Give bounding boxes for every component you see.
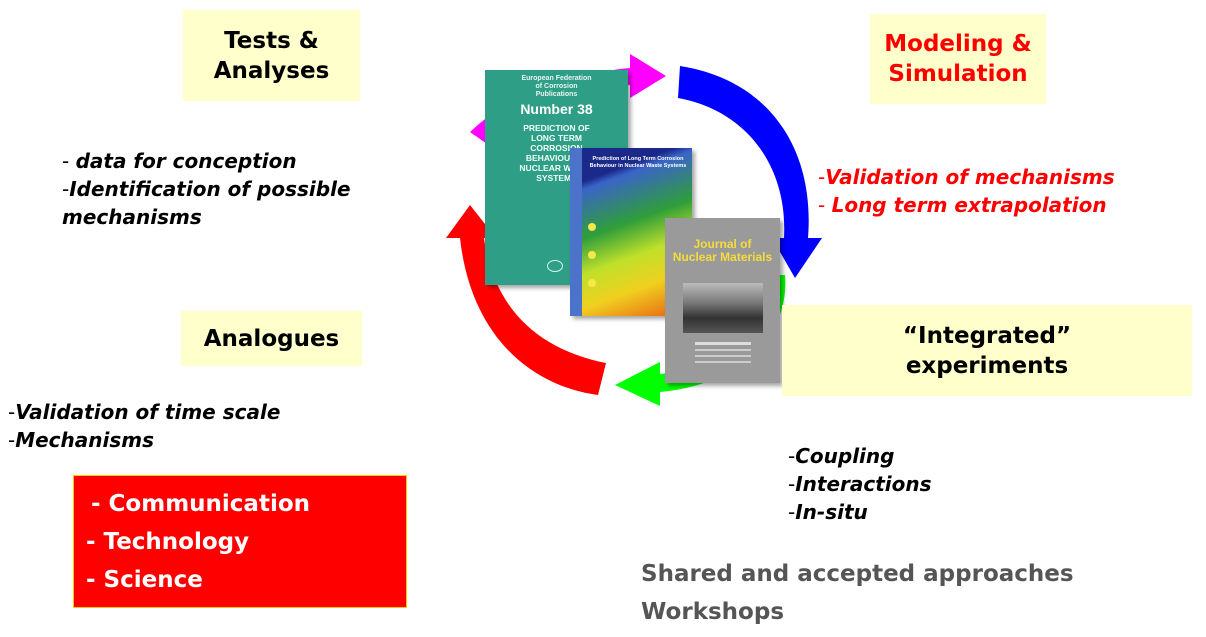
modeling-note-item: - Long term extrapolation	[818, 193, 1107, 217]
tests-note-item: mechanisms	[62, 205, 202, 229]
modeling-simulation-box: Modeling & Simulation	[870, 14, 1046, 104]
communication-item: - Communication	[91, 491, 311, 517]
efc-publisher-line2: of Corrosion	[535, 83, 578, 90]
efc-publisher-line3: Publications	[535, 91, 578, 98]
integrated-line2: experiments	[905, 352, 1069, 379]
efc-title-line3: CORROSION	[530, 143, 583, 153]
analogues-box: Analogues	[181, 311, 362, 366]
blue-arrow	[678, 66, 822, 278]
analogues-notes: -Validation of time scale -Mechanisms	[8, 398, 280, 454]
tests-notes: - data for conception -Identification of…	[62, 147, 351, 231]
jnm-book-cover: Journal of Nuclear Materials	[665, 218, 780, 383]
green-arrow	[615, 275, 786, 406]
integrated-note-item: -In-situ	[788, 500, 868, 524]
integrated-notes: -Coupling -Interactions -In-situ	[788, 442, 932, 526]
efc-title-line5: NUCLEAR WASTE	[519, 163, 594, 173]
analogues-label: Analogues	[203, 325, 340, 352]
tests-analyses-box: Tests & Analyses	[183, 10, 360, 101]
efc-logo-icon	[547, 260, 563, 272]
efc-title-line4: BEHAVIOUR IN	[525, 153, 588, 163]
footer-line1: Shared and accepted approaches	[641, 561, 1074, 587]
footer-line2: Workshops	[641, 599, 785, 625]
jnm-photo	[683, 283, 763, 333]
proceedings-title-line2: Behaviour in Nuclear Waste Systems	[589, 163, 687, 169]
tests-analyses-line1: Tests &	[224, 27, 319, 54]
jnm-title-line2: Nuclear Materials	[672, 250, 773, 264]
integrated-note-item: -Interactions	[788, 472, 932, 496]
modeling-notes: -Validation of mechanisms - Long term ex…	[818, 163, 1115, 219]
tests-note-item: - data for conception	[62, 149, 297, 173]
communication-box: - Communication - Technology - Science	[73, 475, 407, 608]
efc-title-line2: LONG TERM	[531, 133, 582, 143]
analogues-note-item: -Validation of time scale	[8, 400, 281, 424]
efc-number: Number 38	[520, 101, 593, 117]
technology-item: - Technology	[86, 529, 250, 555]
integrated-line1: “Integrated”	[902, 322, 1072, 349]
modeling-note-item: -Validation of mechanisms	[818, 165, 1115, 189]
efc-title-line1: PREDICTION OF	[523, 123, 590, 133]
modeling-simulation-line1: Modeling &	[884, 31, 1032, 57]
efc-title-line6: SYSTEMS	[536, 173, 577, 183]
tests-note-item: -Identification of possible	[62, 177, 351, 201]
integrated-note-item: -Coupling	[788, 444, 895, 468]
science-item: - Science	[86, 567, 203, 593]
efc-publisher-line1: European Federation	[521, 75, 592, 82]
footer-text: Shared and accepted approaches Workshops	[641, 555, 1074, 631]
tests-analyses-line2: Analyses	[213, 57, 330, 84]
proceedings-title-line1: Prediction of Long Term Corrosion	[592, 156, 684, 162]
jnm-title-line1: Journal of	[693, 237, 752, 251]
modeling-simulation-line2: Simulation	[888, 61, 1028, 87]
integrated-experiments-box: “Integrated” experiments	[782, 305, 1192, 396]
analogues-note-item: -Mechanisms	[8, 428, 155, 452]
